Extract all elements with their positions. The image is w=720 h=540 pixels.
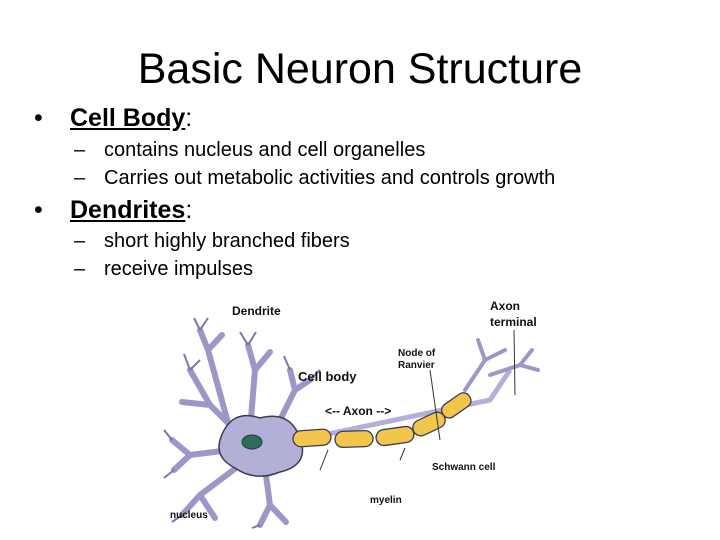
sub-bullet: –short highly branched fibers [74, 228, 350, 254]
bullet-term-cell-body: Cell Body [70, 104, 186, 132]
bullet-dendrites: • Dendrites: [34, 195, 192, 225]
sub-bullet-text: Carries out metabolic activities and con… [104, 167, 556, 189]
dash-symbol: – [74, 167, 86, 189]
bullet-term-dendrites: Dendrites [70, 196, 186, 224]
sub-bullet-text: receive impulses [104, 258, 253, 280]
schwann-cell [292, 428, 332, 448]
dendrite-twigs [163, 317, 321, 529]
dash-symbol: – [74, 230, 86, 252]
myelin-sheaths [292, 392, 472, 449]
dendrite-branches [169, 327, 313, 528]
label-schwann-cell: Schwann cell [432, 462, 496, 473]
dash-symbol: – [74, 258, 86, 280]
schwann-cell [375, 425, 415, 447]
dash-symbol: – [74, 139, 86, 161]
label-node-of-ranvier: Node of [398, 348, 436, 359]
label-axon: <-- Axon --> [325, 404, 391, 418]
bullet-suffix: : [185, 104, 193, 132]
neuron-diagram: Dendrite Cell body <-- Axon --> Node of … [163, 299, 540, 529]
label-nucleus: nucleus [170, 510, 208, 521]
sub-bullet-text: contains nucleus and cell organelles [104, 139, 426, 161]
label-axon-terminal-2: terminal [490, 315, 537, 329]
slide-title: Basic Neuron Structure [137, 45, 583, 93]
bullet-symbol: • [34, 196, 43, 224]
label-myelin: myelin [370, 495, 402, 506]
label-dendrite: Dendrite [232, 304, 281, 318]
sub-bullet: –receive impulses [74, 256, 253, 282]
axon [299, 368, 513, 443]
pointer-lines [319, 329, 516, 471]
sub-bullet-text: short highly branched fibers [104, 230, 350, 252]
bullet-cell-body: • Cell Body: [34, 103, 192, 133]
label-axon-terminal: Axon [490, 299, 520, 313]
label-cell-body: Cell body [298, 369, 357, 384]
nucleus [241, 434, 263, 450]
schwann-cell [334, 429, 374, 449]
bullet-symbol: • [34, 104, 43, 132]
label-node-of-ranvier-2: Ranvier [398, 360, 435, 371]
schwann-cell [440, 392, 472, 419]
sub-bullet: –Carries out metabolic activities and co… [74, 165, 555, 191]
sub-bullet: –contains nucleus and cell organelles [74, 137, 425, 163]
bullet-suffix: : [185, 196, 193, 224]
axon-terminal-branches [463, 338, 540, 392]
